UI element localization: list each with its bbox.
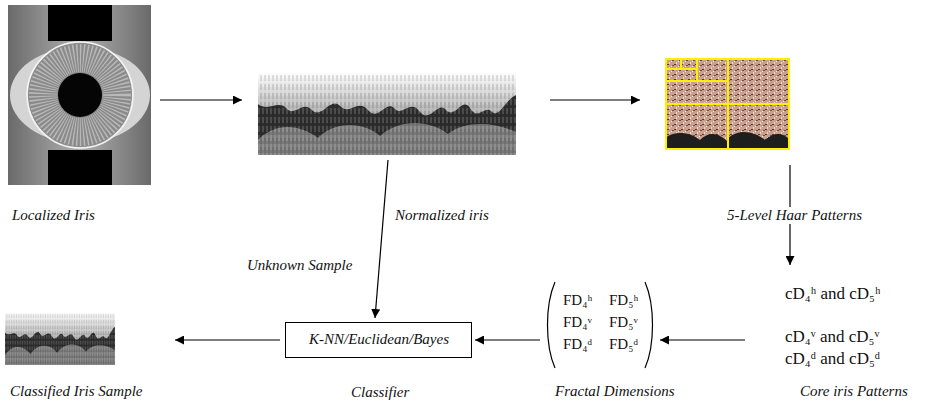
flow-arrow <box>175 339 280 340</box>
eyelid-mask <box>48 5 112 41</box>
eye-skin <box>8 5 151 185</box>
image-node: 5-Level Haar Patterns <box>665 58 790 150</box>
normalized-iris-image <box>258 72 516 155</box>
eyelid-mask <box>48 150 112 185</box>
node-text: K-NN/Euclidean/Bayes <box>309 331 449 348</box>
node-text: FD₅ᵛ <box>609 314 638 331</box>
bracket-stroke <box>645 282 653 368</box>
flow-arrow <box>550 99 640 100</box>
pattern-list: cD₄ʰ and cD₅ʰcD₄ᵛ and cD₅ᵛcD₄ᵈ and cD₅ᵈC… <box>782 282 922 377</box>
caption-text: Core iris Patterns <box>798 383 910 400</box>
node-text: FD₅ʰ <box>609 292 638 309</box>
edge-label: Unknown Sample <box>245 257 354 274</box>
caption-text: Normalized iris <box>393 207 491 224</box>
node-text: FD₄ᵛ <box>563 314 592 331</box>
flow-arrow <box>160 99 242 100</box>
haar-ground <box>665 58 790 150</box>
flow-arrow <box>660 339 745 340</box>
haar-grid <box>665 58 790 150</box>
node-text: FD₅ᵈ <box>609 336 638 353</box>
matrix-node: FD₄ʰFD₅ʰFD₄ᵛFD₅ᵛFD₄ᵈFD₅ᵈFractal Dimensio… <box>545 280 655 375</box>
bracket-stroke <box>548 282 556 368</box>
flow-arrow <box>475 339 540 340</box>
iris-disc <box>28 43 132 147</box>
flow-arrow <box>375 160 388 318</box>
image-node: Localized Iris <box>8 5 151 185</box>
caption-text: Classifier <box>349 384 411 401</box>
caption-text: 5-Level Haar Patterns <box>725 207 864 224</box>
caption-text: Fractal Dimensions <box>553 383 677 400</box>
haar-patterns-image <box>665 58 790 150</box>
node-text: cD₄ᵈ and cD₅ᵈ <box>785 349 880 369</box>
iris-texture <box>43 58 117 132</box>
haar-band <box>665 133 728 150</box>
node-text: FD₄ᵈ <box>563 336 592 353</box>
matrix-bracket <box>545 280 655 375</box>
iris-boundary <box>27 42 133 148</box>
haar-texture <box>665 58 790 150</box>
haar-band <box>728 132 790 150</box>
image-node: Normalized iris <box>258 72 516 155</box>
classifier-box: K-NN/Euclidean/BayesClassifier <box>285 322 472 358</box>
node-text: cD₄ʰ and cD₅ʰ <box>785 284 880 304</box>
node-text: cD₄ᵛ and cD₅ᵛ <box>785 327 880 347</box>
classified-iris-image <box>5 312 115 365</box>
image-node: Classified Iris Sample <box>5 312 115 365</box>
localized-iris-image <box>8 5 151 185</box>
caption-text: Localized Iris <box>10 207 97 224</box>
caption-text: Classified Iris Sample <box>8 383 145 400</box>
pupil <box>58 73 102 117</box>
node-text: FD₄ʰ <box>563 292 592 309</box>
